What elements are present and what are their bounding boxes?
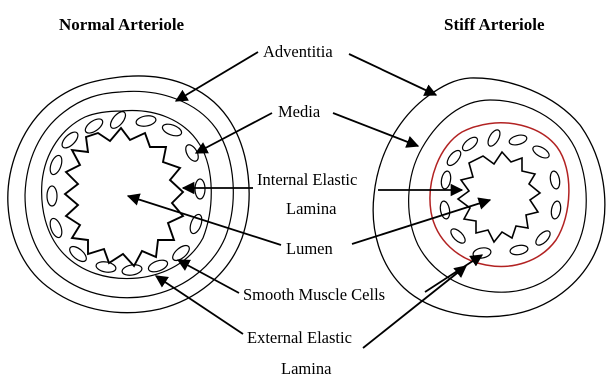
arrow-external-elastic-normal: [156, 276, 243, 334]
label-media: Media: [278, 102, 321, 121]
label-external-elastic-line2: Lamina: [281, 359, 332, 378]
normal-external-elastic-lamina: [25, 91, 233, 297]
arrow-smooth-muscle-normal: [178, 260, 239, 293]
stiff-external-elastic-lamina: [409, 100, 587, 292]
label-adventitia: Adventitia: [263, 42, 333, 61]
stiff-internal-elastic-lamina: [430, 123, 569, 267]
arrow-external-elastic-stiff: [363, 266, 466, 348]
stiff-smooth-muscle-cells: [439, 128, 562, 260]
arrow-lumen-normal: [128, 196, 281, 245]
normal-arteriole: [8, 76, 249, 313]
label-internal-elastic-line2: Lamina: [286, 199, 337, 218]
stiff-arteriole: [373, 78, 605, 317]
stiff-adventitia-outer: [373, 78, 605, 317]
normal-internal-elastic-lamina: [65, 128, 183, 266]
label-smooth-muscle-cells: Smooth Muscle Cells: [243, 285, 385, 304]
normal-adventitia-outer: [8, 76, 249, 313]
label-internal-elastic-line1: Internal Elastic: [257, 170, 357, 189]
title-stiff-arteriole: Stiff Arteriole: [444, 15, 545, 34]
stiff-lumen: [458, 152, 540, 242]
label-external-elastic-line1: External Elastic: [247, 328, 352, 347]
arrow-smooth-muscle-stiff: [425, 255, 482, 292]
label-lumen: Lumen: [286, 239, 333, 258]
arrow-adventitia-normal: [176, 52, 258, 101]
arrow-adventitia-stiff: [349, 54, 436, 95]
title-normal-arteriole: Normal Arteriole: [59, 15, 185, 34]
